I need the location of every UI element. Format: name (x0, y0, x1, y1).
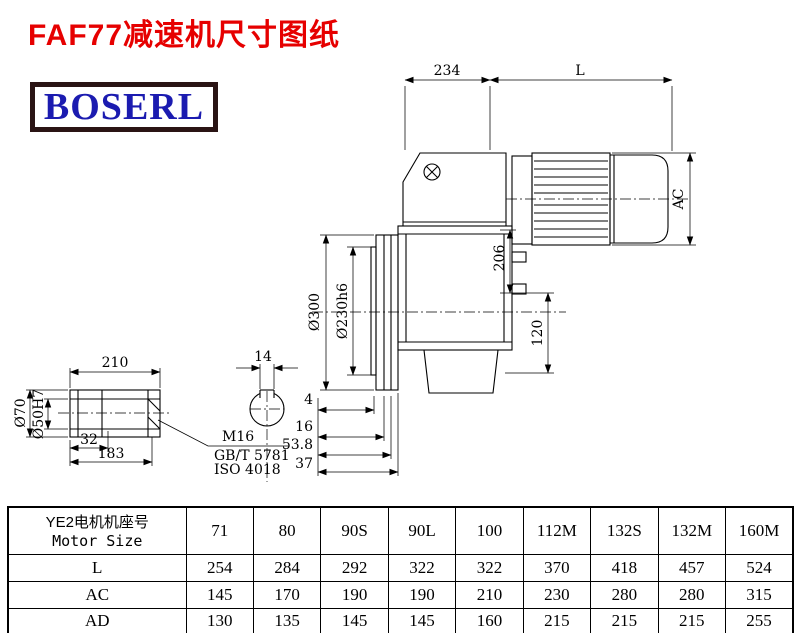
table-cell: 160 (455, 607, 524, 633)
motor-size-header: YE2电机机座号 Motor Size (7, 506, 187, 555)
dim-L-label: L (575, 63, 584, 79)
brand-logo-text: BOSERL (43, 86, 205, 128)
column-header: 160M (725, 506, 794, 555)
row-label: AD (7, 607, 187, 633)
table-cell: 145 (320, 607, 389, 633)
table-cell: 170 (252, 580, 322, 609)
dim-37-label: 37 (295, 456, 313, 472)
table-cell: 322 (387, 553, 457, 582)
table-cell: 130 (185, 607, 254, 633)
column-header: 132M (657, 506, 727, 555)
thread-label: M16 (222, 429, 254, 445)
shaft-detail-view (69, 389, 161, 438)
standard-gb-label: GB/T 5781 (214, 448, 290, 464)
dim-flange-od-label: Ø300 (307, 293, 323, 331)
motor-side-view (511, 152, 669, 246)
motor-size-header-cn: YE2电机机座号 (45, 514, 149, 532)
table-cell: 230 (522, 580, 592, 609)
dim-14-label: 14 (254, 349, 272, 365)
table-cell: 135 (252, 607, 322, 633)
dim-206-label: 206 (492, 245, 508, 272)
table-cell: 254 (185, 553, 254, 582)
table-cell: 210 (455, 580, 524, 609)
column-header: 80 (252, 506, 322, 555)
table-cell: 284 (252, 553, 322, 582)
table-cell: 322 (455, 553, 524, 582)
table-cell: 524 (725, 553, 794, 582)
dimension-table: YE2电机机座号 Motor Size 71 80 90S 90L 100 11… (7, 506, 794, 633)
dim-shaft-od-label: Ø70 (13, 398, 29, 427)
extension-lines (26, 86, 696, 476)
column-header: 90L (387, 506, 457, 555)
leader-line (157, 419, 288, 447)
table-cell: 145 (387, 607, 457, 633)
table-cell: 370 (522, 553, 592, 582)
table-row-AD: AD 130 135 145 145 160 215 215 215 255 (7, 607, 794, 633)
gearbox-side-view (370, 152, 527, 394)
dimension-labels: 234 L AC Ø300 Ø230h6 206 120 210 14 32 1… (13, 63, 687, 478)
table-row-AC: AC 145 170 190 190 210 230 280 280 315 (7, 580, 794, 609)
table-cell: 315 (725, 580, 794, 609)
table-cell: 418 (590, 553, 659, 582)
table-cell: 255 (725, 607, 794, 633)
page-title: FAF77减速机尺寸图纸 (28, 19, 341, 52)
standard-iso-label: ISO 4018 (214, 462, 281, 478)
dim-16-label: 16 (295, 419, 313, 435)
dim-120-label: 120 (530, 320, 546, 347)
dim-53-8-label: 53.8 (282, 437, 313, 453)
column-header: 100 (455, 506, 524, 555)
table-cell: 280 (590, 580, 659, 609)
dim-AC-label: AC (671, 189, 687, 211)
table-cell: 215 (590, 607, 659, 633)
dimension-lines (26, 76, 694, 476)
table-cell: 280 (657, 580, 727, 609)
table-cell: 145 (185, 580, 254, 609)
table-cell: 215 (657, 607, 727, 633)
centerlines (58, 198, 688, 482)
row-label: L (7, 553, 187, 582)
table-cell: 292 (320, 553, 389, 582)
table-row-L: L 254 284 292 322 322 370 418 457 524 (7, 553, 794, 582)
dim-210-label: 210 (102, 355, 129, 371)
column-header: 112M (522, 506, 592, 555)
column-header: 132S (590, 506, 659, 555)
dim-4-label: 4 (304, 392, 313, 408)
column-header: 71 (185, 506, 254, 555)
table-header-row: YE2电机机座号 Motor Size 71 80 90S 90L 100 11… (7, 506, 794, 555)
brand-logo: BOSERL (30, 82, 218, 132)
row-label: AC (7, 580, 187, 609)
motor-size-header-en: Motor Size (52, 532, 143, 551)
technical-drawing: 234 L AC Ø300 Ø230h6 206 120 210 14 32 1… (13, 63, 696, 482)
table-cell: 190 (387, 580, 457, 609)
dim-234-label: 234 (434, 63, 461, 79)
column-header: 90S (320, 506, 389, 555)
table-cell: 457 (657, 553, 727, 582)
dim-32-label: 32 (80, 432, 98, 448)
dim-bore-label: Ø50H7 (31, 389, 47, 439)
table-cell: 215 (522, 607, 592, 633)
dim-spigot-od-label: Ø230h6 (335, 283, 351, 339)
table-cell: 190 (320, 580, 389, 609)
dim-183-label: 183 (98, 446, 125, 462)
